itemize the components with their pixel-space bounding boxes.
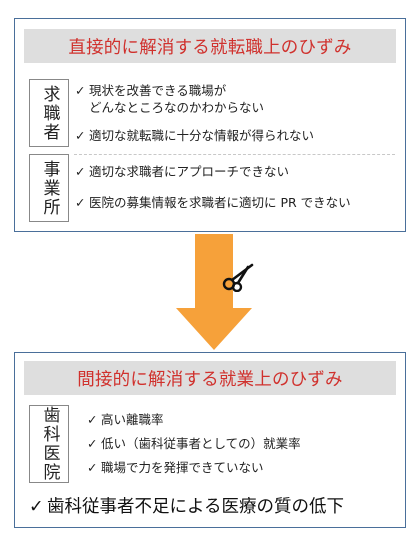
check-icon: ✓ — [29, 497, 44, 517]
job-seeker-label: 求職者 — [29, 79, 69, 147]
scissors-icon — [222, 263, 254, 292]
section-divider — [74, 154, 395, 155]
direct-distortions-title: 直接的に解消する就転職上のひずみ — [24, 29, 396, 63]
employer-item-1: ✓適切な求職者にアプローチできない — [75, 164, 290, 179]
check-icon: ✓ — [75, 83, 86, 98]
clinic-item-2: ✓低い（歯科従事者としての）就業率 — [87, 436, 301, 451]
dental-clinic-label: 歯科医院 — [29, 405, 69, 483]
job-seeker-item-2: ✓適切な就転職に十分な情報が得られない — [75, 128, 315, 143]
check-icon: ✓ — [87, 436, 98, 451]
check-icon: ✓ — [75, 128, 86, 143]
job-seeker-item-1: ✓現状を改善できる職場が どんなところなのかわからない — [75, 83, 265, 115]
direct-distortions-panel: 直接的に解消する就転職上のひずみ 求職者 ✓現状を改善できる職場が どんなところ… — [14, 18, 406, 232]
employer-label: 事業所 — [29, 154, 69, 222]
indirect-distortions-title: 間接的に解消する就業上のひずみ — [24, 361, 396, 395]
clinic-item-3: ✓職場で力を発揮できていない — [87, 460, 264, 475]
check-icon: ✓ — [75, 164, 86, 179]
check-icon: ✓ — [87, 412, 98, 427]
down-arrow-icon — [176, 234, 252, 350]
employer-item-2: ✓医院の募集情報を求職者に適切に PR できない — [75, 195, 351, 210]
clinic-item-1: ✓高い離職率 — [87, 412, 164, 427]
indirect-distortions-panel: 間接的に解消する就業上のひずみ 歯科医院 ✓高い離職率 ✓低い（歯科従事者として… — [14, 352, 406, 528]
check-icon: ✓ — [75, 195, 86, 210]
check-icon: ✓ — [87, 460, 98, 475]
conclusion-statement: ✓歯科従事者不足による医療の質の低下 — [29, 497, 344, 517]
